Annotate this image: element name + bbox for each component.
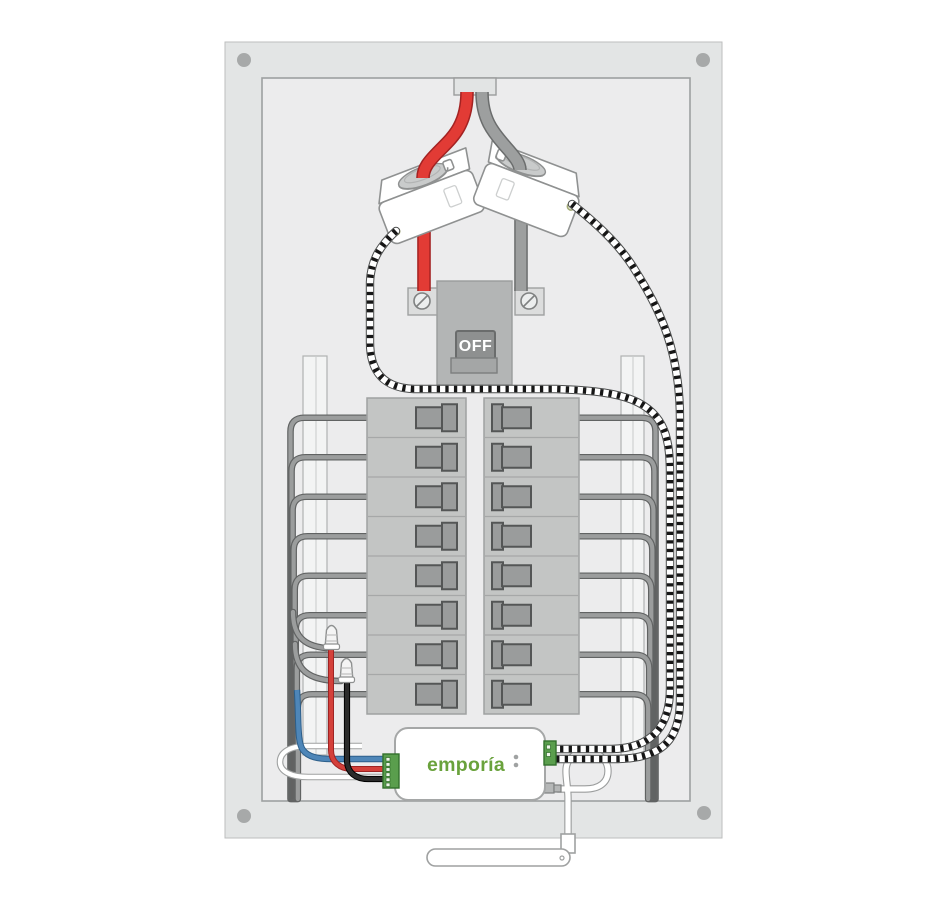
- emporia-monitor: emporía: [383, 728, 561, 800]
- breaker-handle-cap: [442, 404, 457, 431]
- breaker-handle-cap: [442, 444, 457, 471]
- breaker-handle: [502, 486, 531, 507]
- sensor-terminal-left: [383, 754, 399, 788]
- off-label: OFF: [459, 338, 493, 355]
- breaker-handle: [502, 684, 531, 705]
- terminal-screw-icon: [521, 293, 537, 309]
- led-dot: [514, 763, 519, 768]
- breaker-handle: [416, 526, 443, 547]
- breaker-handle: [416, 644, 443, 665]
- breaker-handle: [416, 447, 443, 468]
- breaker-handle: [416, 565, 443, 586]
- breaker-handle: [502, 605, 531, 626]
- breaker-handle-cap: [442, 641, 457, 668]
- screw-icon: [237, 53, 251, 67]
- terminal-screw-icon: [414, 293, 430, 309]
- breaker-handle: [502, 407, 531, 428]
- breaker-handle: [502, 526, 531, 547]
- wifi-antenna: [427, 834, 575, 866]
- breaker-handle-cap: [442, 483, 457, 510]
- breaker-handle-cap: [442, 523, 457, 550]
- breaker-handle: [416, 407, 443, 428]
- breaker-handle: [416, 486, 443, 507]
- breaker-handle: [416, 605, 443, 626]
- breaker-handle: [502, 565, 531, 586]
- screw-icon: [697, 806, 711, 820]
- breaker-handle: [502, 447, 531, 468]
- breaker-handle-cap: [442, 562, 457, 589]
- antenna-connector-nut: [554, 785, 561, 792]
- screw-icon: [696, 53, 710, 67]
- breaker-handle-cap: [442, 681, 457, 708]
- main-breaker-off-switch: OFF: [451, 331, 497, 373]
- breaker-handle-cap: [442, 602, 457, 629]
- breaker-handle: [416, 684, 443, 705]
- screw-icon: [237, 809, 251, 823]
- led-dot: [514, 755, 519, 760]
- emporia-logo: emporía: [427, 754, 505, 776]
- breaker-handle: [502, 644, 531, 665]
